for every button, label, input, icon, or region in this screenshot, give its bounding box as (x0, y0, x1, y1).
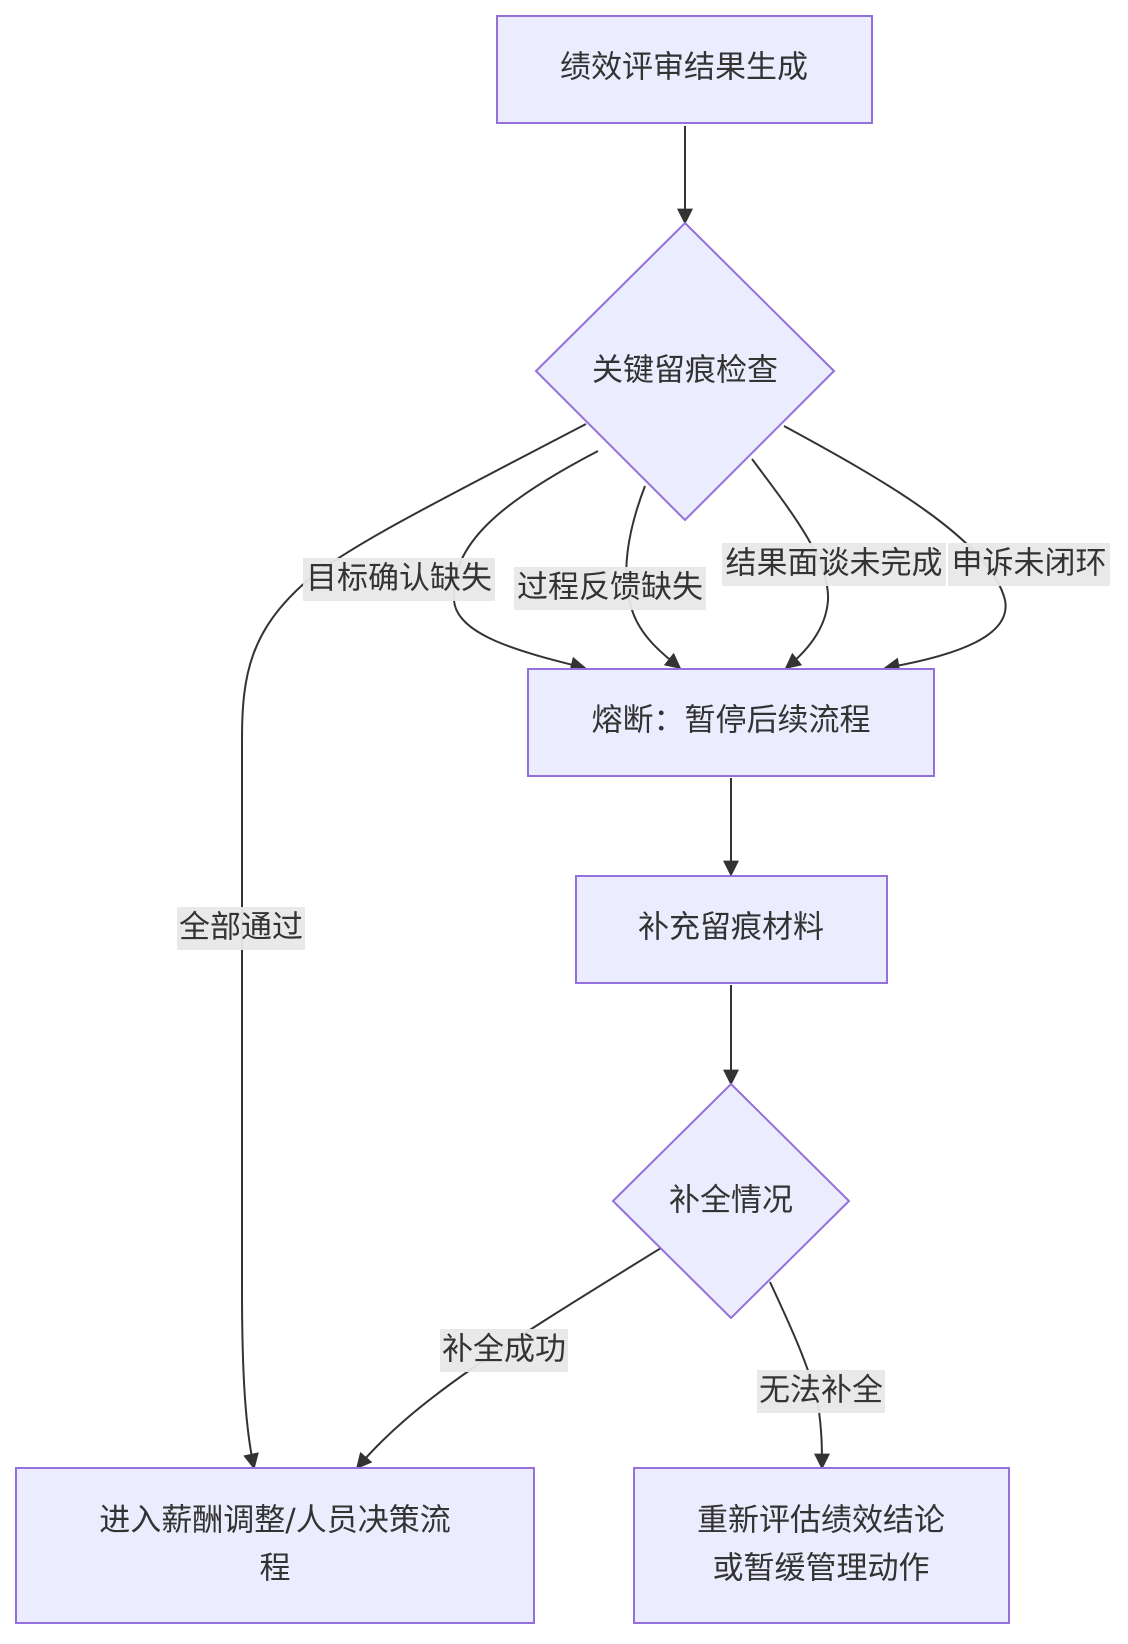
node-supplement-text: 补充留痕材料 (638, 910, 824, 946)
node-check-text: 关键留痕检查 (592, 353, 778, 389)
node-proceed-text-line2: 程 (260, 1551, 291, 1587)
node-status-text: 补全情况 (669, 1183, 793, 1219)
node-fuse: 熔断：暂停后续流程 (527, 668, 935, 777)
edge-check-all-passed (241, 423, 587, 1470)
edge-label-appeal-open-text: 申诉未闭环 (952, 546, 1107, 582)
edge-label-all-passed-text: 全部通过 (179, 910, 303, 946)
node-proceed: 进入薪酬调整/人员决策流 程 (15, 1467, 535, 1624)
edge-label-cannot-complete-text: 无法补全 (759, 1373, 883, 1409)
edge-label-goal-missing-text: 目标确认缺失 (306, 561, 492, 597)
edge-label-process-missing: 过程反馈缺失 (514, 567, 706, 610)
node-reassess-text-line2: 或暂缓管理动作 (713, 1551, 930, 1587)
node-start: 绩效评审结果生成 (496, 15, 873, 124)
nodes: 绩效评审结果生成 关键留痕检查 熔断：暂停后续流程 补充留痕材料 补全情况 进入… (15, 15, 1010, 1624)
edge-label-interview-incomplete-text: 结果面谈未完成 (726, 546, 943, 582)
node-start-text: 绩效评审结果生成 (560, 50, 808, 86)
node-check: 关键留痕检查 (534, 221, 836, 522)
node-reassess-text-line1: 重新评估绩效结论 (697, 1503, 945, 1539)
node-fuse-text: 熔断：暂停后续流程 (592, 703, 871, 739)
edge-label-goal-missing: 目标确认缺失 (303, 558, 495, 601)
edge-label-appeal-open: 申诉未闭环 (948, 543, 1110, 586)
edge-label-interview-incomplete: 结果面谈未完成 (722, 543, 946, 586)
edge-label-completed-text: 补全成功 (442, 1332, 566, 1368)
node-reassess: 重新评估绩效结论 或暂缓管理动作 (633, 1467, 1010, 1624)
edge-labels: 目标确认缺失 过程反馈缺失 结果面谈未完成 申诉未闭环 全部通过 补全成功 无法… (177, 543, 1110, 1413)
edge-label-cannot-complete: 无法补全 (757, 1370, 885, 1413)
node-status: 补全情况 (611, 1082, 851, 1320)
edge-label-completed: 补全成功 (440, 1329, 568, 1372)
edge-label-process-missing-text: 过程反馈缺失 (517, 570, 703, 606)
node-proceed-text-line1: 进入薪酬调整/人员决策流 (99, 1503, 450, 1539)
edge-check-interview-incomplete (751, 458, 830, 669)
node-supplement: 补充留痕材料 (575, 875, 888, 984)
edge-label-all-passed: 全部通过 (177, 907, 305, 950)
